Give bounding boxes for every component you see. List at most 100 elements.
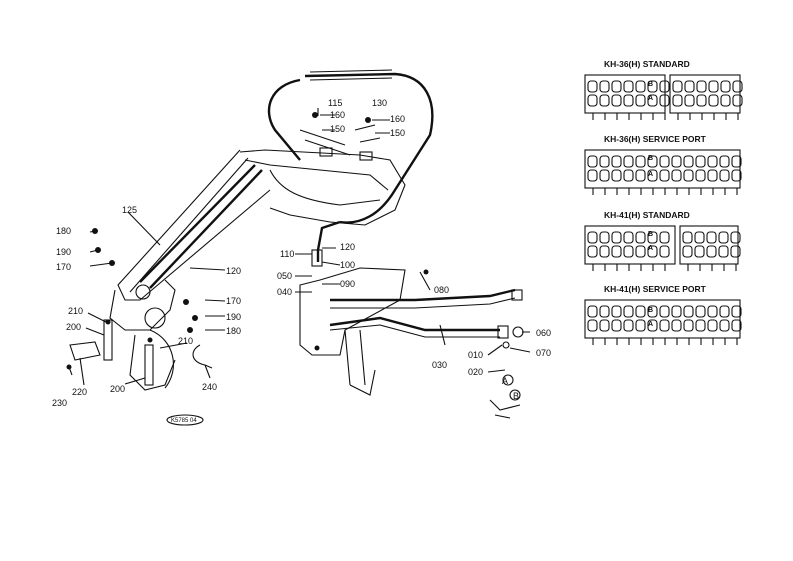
valve-cell [635, 245, 646, 258]
valve-cell [635, 169, 646, 182]
valve-cell [719, 169, 730, 182]
valve-cell [718, 231, 729, 244]
valve-cell [611, 231, 622, 244]
valve-cell [707, 319, 718, 332]
label-200-left: 200 [66, 322, 81, 332]
valve-cell [706, 245, 717, 258]
valve-cell [647, 94, 658, 107]
label-100: 100 [340, 260, 355, 270]
valve-cell [708, 80, 719, 93]
label-200-right: 200 [110, 384, 125, 394]
table-title-kh36-standard: KH-36(H) STANDARD [604, 59, 690, 69]
valve-cell [647, 155, 658, 168]
valve-cell [695, 169, 706, 182]
valve-cell [671, 155, 682, 168]
table-title-kh41-standard: KH-41(H) STANDARD [604, 210, 690, 220]
label-140: 125 [122, 205, 137, 215]
valve-cell [696, 80, 707, 93]
valve-cell [732, 80, 743, 93]
valve-cell [683, 319, 694, 332]
valve-cell [694, 245, 705, 258]
valve-cell [599, 94, 610, 107]
valve-cell [611, 94, 622, 107]
valve-cell [659, 231, 670, 244]
valve-cell [623, 155, 634, 168]
label-080: 080 [434, 285, 449, 295]
boom-drawing [66, 69, 524, 419]
valve-cell [719, 305, 730, 318]
valve-cell [599, 305, 610, 318]
valve-cell [599, 155, 610, 168]
port-a-marker: A [502, 376, 508, 386]
valve-cell [611, 305, 622, 318]
valve-cell [731, 305, 742, 318]
valve-cell [695, 305, 706, 318]
valve-cell [671, 169, 682, 182]
valve-cell [730, 231, 741, 244]
label-060: 060 [536, 328, 551, 338]
valve-port-letter: A [648, 95, 653, 102]
valve-cell [611, 169, 622, 182]
label-115: 115 [328, 98, 342, 108]
label-010: 010 [468, 350, 483, 360]
valve-cell [647, 231, 658, 244]
label-220: 220 [72, 387, 87, 397]
label-210-left: 210 [68, 306, 83, 316]
valve-port-letter: B [648, 231, 653, 238]
valve-cell [623, 305, 634, 318]
valve-cell [731, 319, 742, 332]
valve-block-kh36-standard [584, 74, 743, 120]
valve-cell [623, 94, 634, 107]
valve-block-kh36-service [584, 149, 742, 195]
valve-cell [708, 94, 719, 107]
valve-cell [695, 319, 706, 332]
valve-block-kh41-standard [584, 225, 741, 271]
valve-port-letter: B [648, 155, 653, 162]
part-labels: 125 120 180 190 170 170 190 180 210 200 … [52, 98, 551, 426]
valve-cell [659, 169, 670, 182]
valve-cell [635, 305, 646, 318]
valve-cell [707, 305, 718, 318]
valve-cell [587, 319, 598, 332]
valve-cell [599, 231, 610, 244]
label-030: 030 [432, 360, 447, 370]
valve-cell [659, 80, 670, 93]
valve-cell [623, 231, 634, 244]
valve-cell [672, 80, 683, 93]
valve-cell [635, 231, 646, 244]
valve-cell [694, 231, 705, 244]
label-210-right: 210 [178, 336, 193, 346]
valve-cell [719, 319, 730, 332]
valve-cell [587, 80, 598, 93]
valve-port-letter: B [648, 307, 653, 314]
valve-cell [683, 305, 694, 318]
valve-cell [683, 169, 694, 182]
valve-cell [623, 319, 634, 332]
valve-cell [696, 94, 707, 107]
valve-cell [647, 319, 658, 332]
valve-cell [587, 231, 598, 244]
valve-cell [599, 319, 610, 332]
valve-cell [682, 231, 693, 244]
label-150-right: 150 [390, 128, 405, 138]
valve-cell [720, 94, 731, 107]
label-130: 120 [226, 266, 241, 276]
valve-cell [587, 155, 598, 168]
label-170-right: 170 [226, 296, 241, 306]
valve-cell [647, 80, 658, 93]
label-190-left: 190 [56, 247, 71, 257]
valve-cell [611, 155, 622, 168]
valve-cell [731, 169, 742, 182]
valve-cell [635, 155, 646, 168]
valve-cell [718, 245, 729, 258]
valve-cell [659, 319, 670, 332]
valve-cell [732, 94, 743, 107]
valve-cell [695, 155, 706, 168]
drawing-code: K5785 04 [171, 418, 197, 424]
valve-port-letter: A [648, 321, 653, 328]
valve-cell [611, 245, 622, 258]
label-160-left: 160 [330, 110, 345, 120]
valve-port-letter: A [648, 245, 653, 252]
valve-cell [611, 80, 622, 93]
